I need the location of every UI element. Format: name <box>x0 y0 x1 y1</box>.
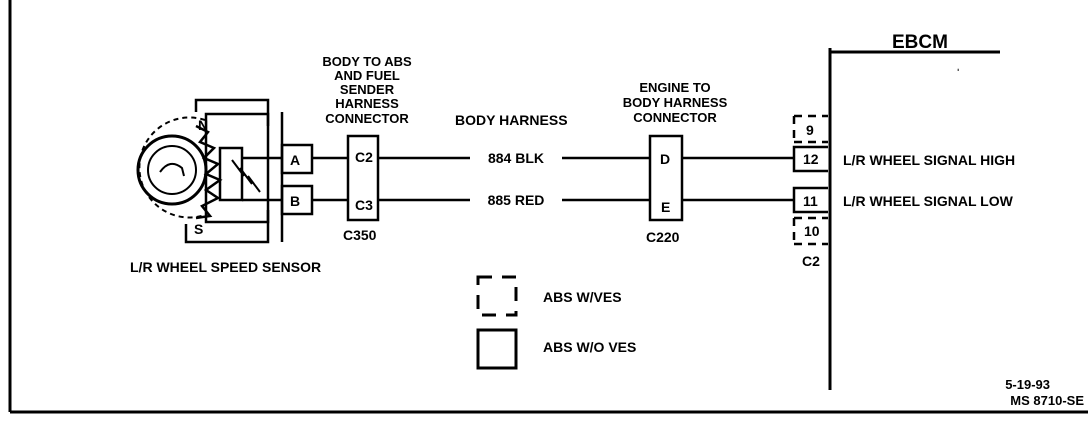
c350-body <box>346 134 380 222</box>
footer-date: 5-19-93 <box>1005 377 1050 392</box>
sensor-winding <box>218 146 244 202</box>
sensor-pole-s: S <box>194 221 203 237</box>
sensor-name: L/R WHEEL SPEED SENSOR <box>130 259 321 275</box>
pin-11: 11 <box>803 193 818 209</box>
pin-12: 12 <box>803 151 819 167</box>
wheel-speed-sensor: N S A B L/R WHEEL SPEED SENSOR <box>130 98 321 275</box>
body-harness: BODY HARNESS 884 BLK 885 RED <box>455 112 568 208</box>
signal-high-label: L/R WHEEL SIGNAL HIGH <box>843 152 1015 168</box>
wire-885-label: 885 RED <box>488 192 545 208</box>
c350-title-line-1: BODY TO ABS <box>322 54 412 69</box>
legend-dashed-box <box>476 275 518 317</box>
ebcm-connector-id: C2 <box>802 253 820 269</box>
connector-c220: ENGINE TO BODY HARNESS CONNECTOR D E C22… <box>623 80 728 245</box>
c220-pin-top: D <box>660 151 670 167</box>
pin-11-box <box>792 186 828 214</box>
pin-12-box <box>792 145 828 173</box>
pin-9: 9 <box>806 122 814 138</box>
sensor-pin-b-label: B <box>290 193 300 209</box>
c350-title-line-2: AND FUEL <box>334 68 400 83</box>
c350-title-line-3: SENDER <box>340 82 395 97</box>
sensor-housing <box>204 112 270 224</box>
magnet-teeth <box>195 124 223 220</box>
c220-title-line-2: BODY HARNESS <box>623 95 728 110</box>
c220-body <box>648 134 684 222</box>
sensor-rotation-arrow-icon <box>159 162 185 177</box>
c350-title-line-5: CONNECTOR <box>325 111 409 126</box>
footer: 5-19-93 MS 8710-SE <box>1005 377 1084 408</box>
c220-title-line-1: ENGINE TO <box>639 80 710 95</box>
ebcm-title: EBCM <box>892 32 948 53</box>
wire-segments <box>312 156 794 202</box>
c350-pin-top: C2 <box>355 149 373 165</box>
legend: ABS W/VES ABS W/O VES <box>476 275 636 370</box>
pin-10: 10 <box>804 223 820 239</box>
harness-title: BODY HARNESS <box>455 112 568 128</box>
legend-dashed-label: ABS W/VES <box>543 289 622 305</box>
wire-884-label: 884 BLK <box>488 150 544 166</box>
legend-solid-label: ABS W/O VES <box>543 339 636 355</box>
c350-pin-bottom: C3 <box>355 197 373 213</box>
c220-title-line-3: CONNECTOR <box>633 110 717 125</box>
pin-10-box <box>792 216 828 246</box>
footer-code: MS 8710-SE <box>1010 393 1084 408</box>
sensor-pin-a-label: A <box>290 152 300 168</box>
diagram-frame <box>8 0 1088 414</box>
pin-9-box <box>792 114 828 144</box>
c220-id: C220 <box>646 229 680 245</box>
c350-title-line-4: HARNESS <box>335 96 399 111</box>
signal-low-label: L/R WHEEL SIGNAL LOW <box>843 193 1014 209</box>
svg-text:ˈ: ˈ <box>956 66 960 81</box>
connector-c350: BODY TO ABS AND FUEL SENDER HARNESS CONN… <box>322 54 412 243</box>
sensor-coil-inner <box>147 145 197 195</box>
c220-pin-bottom: E <box>661 199 670 215</box>
sensor-pole-n: N <box>198 117 208 133</box>
legend-solid-box <box>476 328 518 370</box>
c350-id: C350 <box>343 227 377 243</box>
ebcm-module: EBCM ˈ 9 12 L/R WHEEL SIGNAL HIGH 11 L/R… <box>792 32 1015 390</box>
